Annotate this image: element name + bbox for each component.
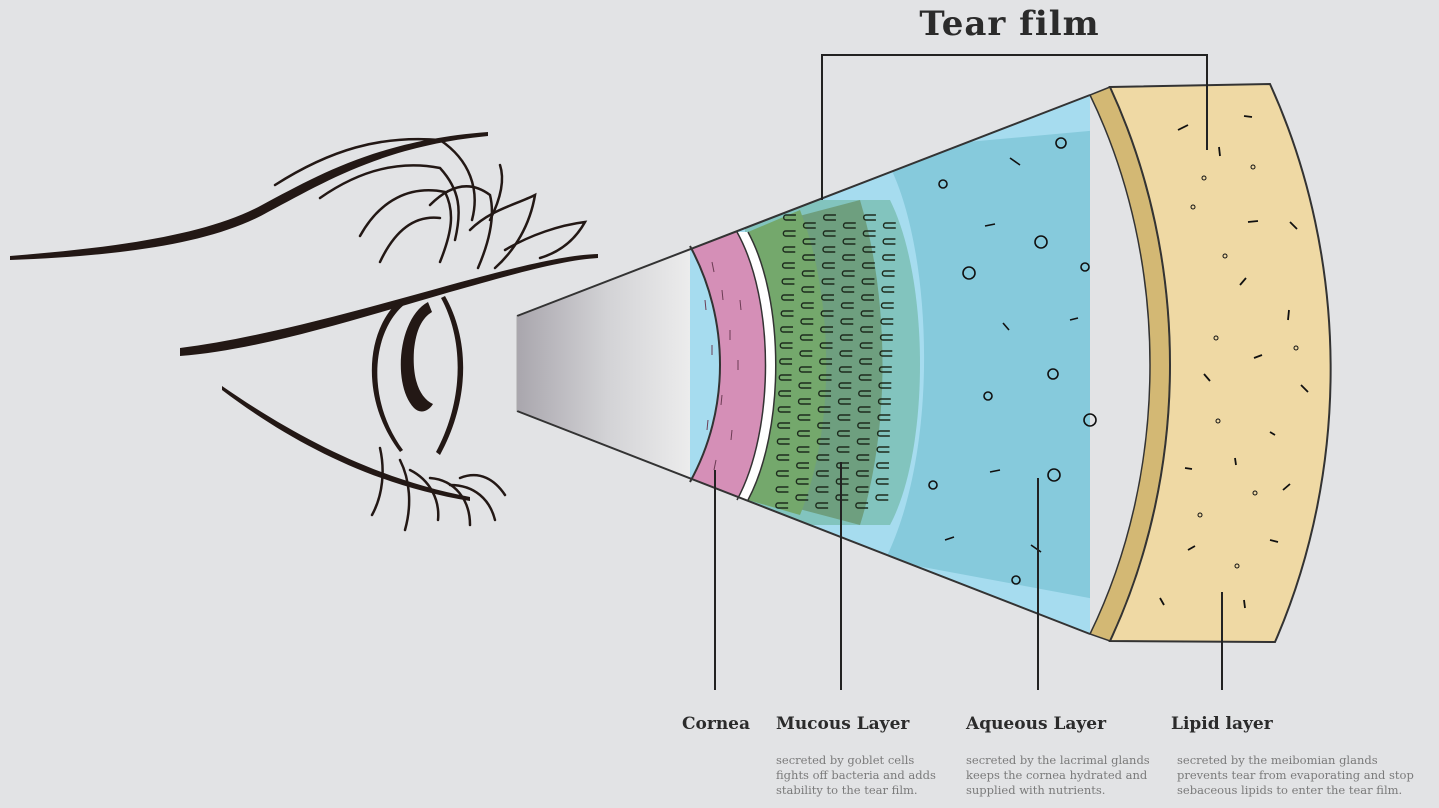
aqueous-description-line: supplied with nutrients.: [966, 783, 1150, 798]
mucous-description-line: stability to the tear film.: [776, 783, 936, 798]
mucous-description: secreted by goblet cells fights off bact…: [776, 753, 936, 798]
lipid-dash: [1185, 468, 1192, 469]
lipid-description: secreted by the meibomian glands prevent…: [1177, 753, 1414, 798]
lipid-description-line: prevents tear from evaporating and stop: [1177, 768, 1414, 783]
lipid-description-line: secreted by the meibomian glands: [1177, 753, 1414, 768]
lipid-layer-label: Lipid layer: [1171, 714, 1273, 734]
lipid-layer-shape: [1110, 84, 1331, 642]
cornea-label: Cornea: [682, 714, 750, 734]
aqueous-layer-label: Aqueous Layer: [966, 714, 1106, 734]
aqueous-description-line: keeps the cornea hydrated and: [966, 768, 1150, 783]
lipid-dash: [1235, 458, 1236, 465]
lipid-dash: [1219, 147, 1220, 156]
lipid-description-line: sebaceous lipids to enter the tear film.: [1177, 783, 1414, 798]
eye-illustration: [10, 132, 598, 501]
mucous-layer-label: Mucous Layer: [776, 714, 909, 734]
aqueous-description-line: secreted by the lacrimal glands: [966, 753, 1150, 768]
lipid-dash: [1248, 221, 1258, 222]
diagram-title: Tear film: [0, 4, 1439, 44]
lipid-dash: [1244, 116, 1252, 117]
lipid-dash: [1244, 600, 1245, 608]
aqueous-description: secreted by the lacrimal glands keeps th…: [966, 753, 1150, 798]
mucous-description-line: secreted by goblet cells: [776, 753, 936, 768]
mucous-description-line: fights off bacteria and adds: [776, 768, 936, 783]
lipid-dash: [1288, 310, 1289, 320]
